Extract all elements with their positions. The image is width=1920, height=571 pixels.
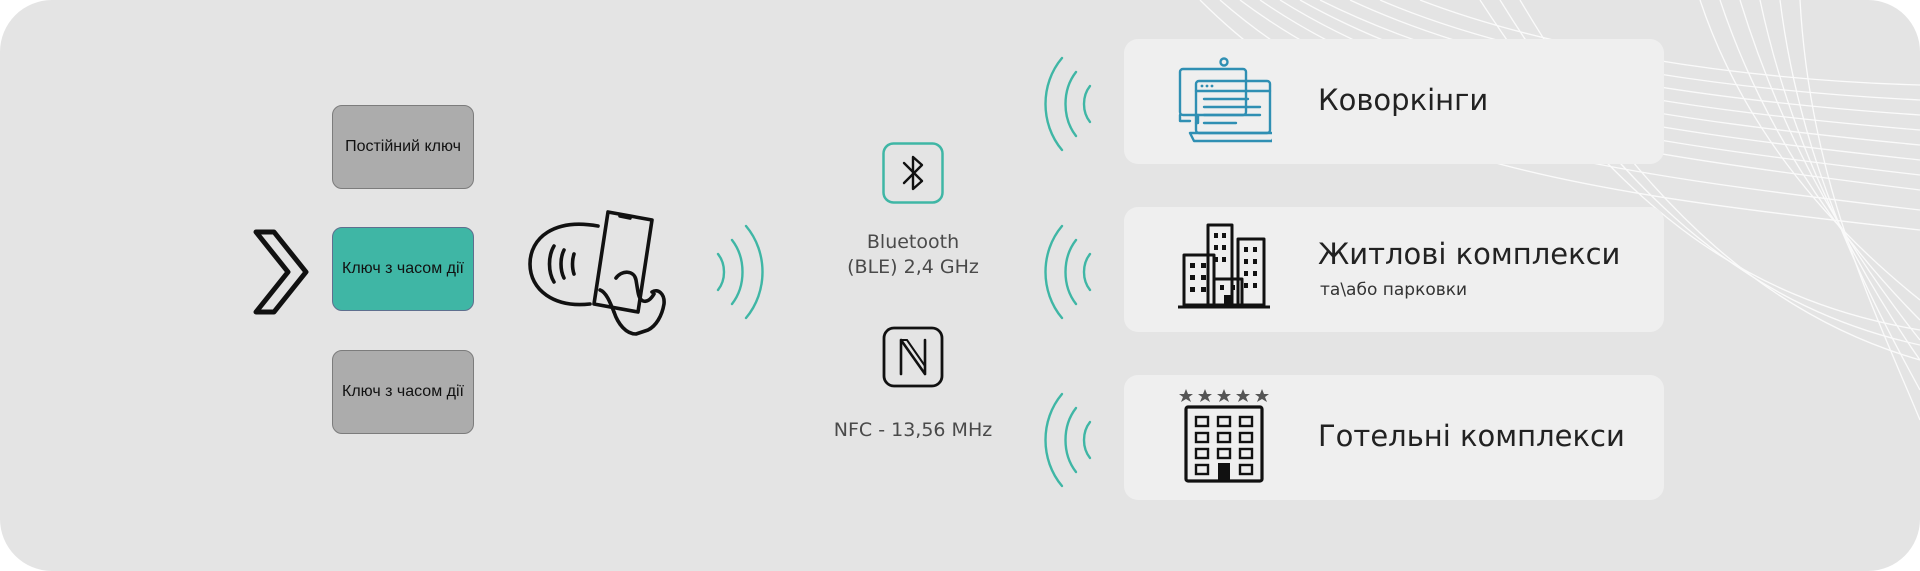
nfc-icon [882,326,944,388]
destination-subtitle: та\або парковки [1320,280,1468,300]
bluetooth-icon [882,142,944,204]
bluetooth-label-line2: (BLE) 2,4 GHz [847,256,979,278]
destination-title: Житлові комплекси [1318,237,1621,271]
destination-title: Коворкінги [1318,83,1489,117]
nfc-label: NFC - 13,56 MHz [833,419,993,441]
key-timed-button[interactable]: Ключ з часом дії [332,350,474,434]
key-permanent-button[interactable]: Постійний ключ [332,105,474,189]
signal-waves-icon [1044,224,1092,320]
chevron-right-icon [253,229,309,315]
residential-buildings-icon [1178,223,1270,309]
destination-title: Готельні комплекси [1318,419,1625,453]
hotel-icon [1179,389,1269,483]
destination-card-residential: Житлові комплекси та\або парковки [1124,207,1664,332]
bluetooth-label-line1: Bluetooth [866,231,960,253]
phone-tap-icon [528,210,666,336]
destination-card-coworking: Коворкінги [1124,39,1664,164]
coworking-computer-icon [1178,57,1272,143]
bluetooth-label: Bluetooth (BLE) 2,4 GHz [803,230,1023,280]
destination-card-hotel: Готельні комплекси [1124,375,1664,500]
signal-waves-icon [1044,392,1092,488]
signal-waves-icon [1044,56,1092,152]
signal-waves-icon [716,224,764,320]
key-timed-button-active[interactable]: Ключ з часом дії [332,227,474,311]
